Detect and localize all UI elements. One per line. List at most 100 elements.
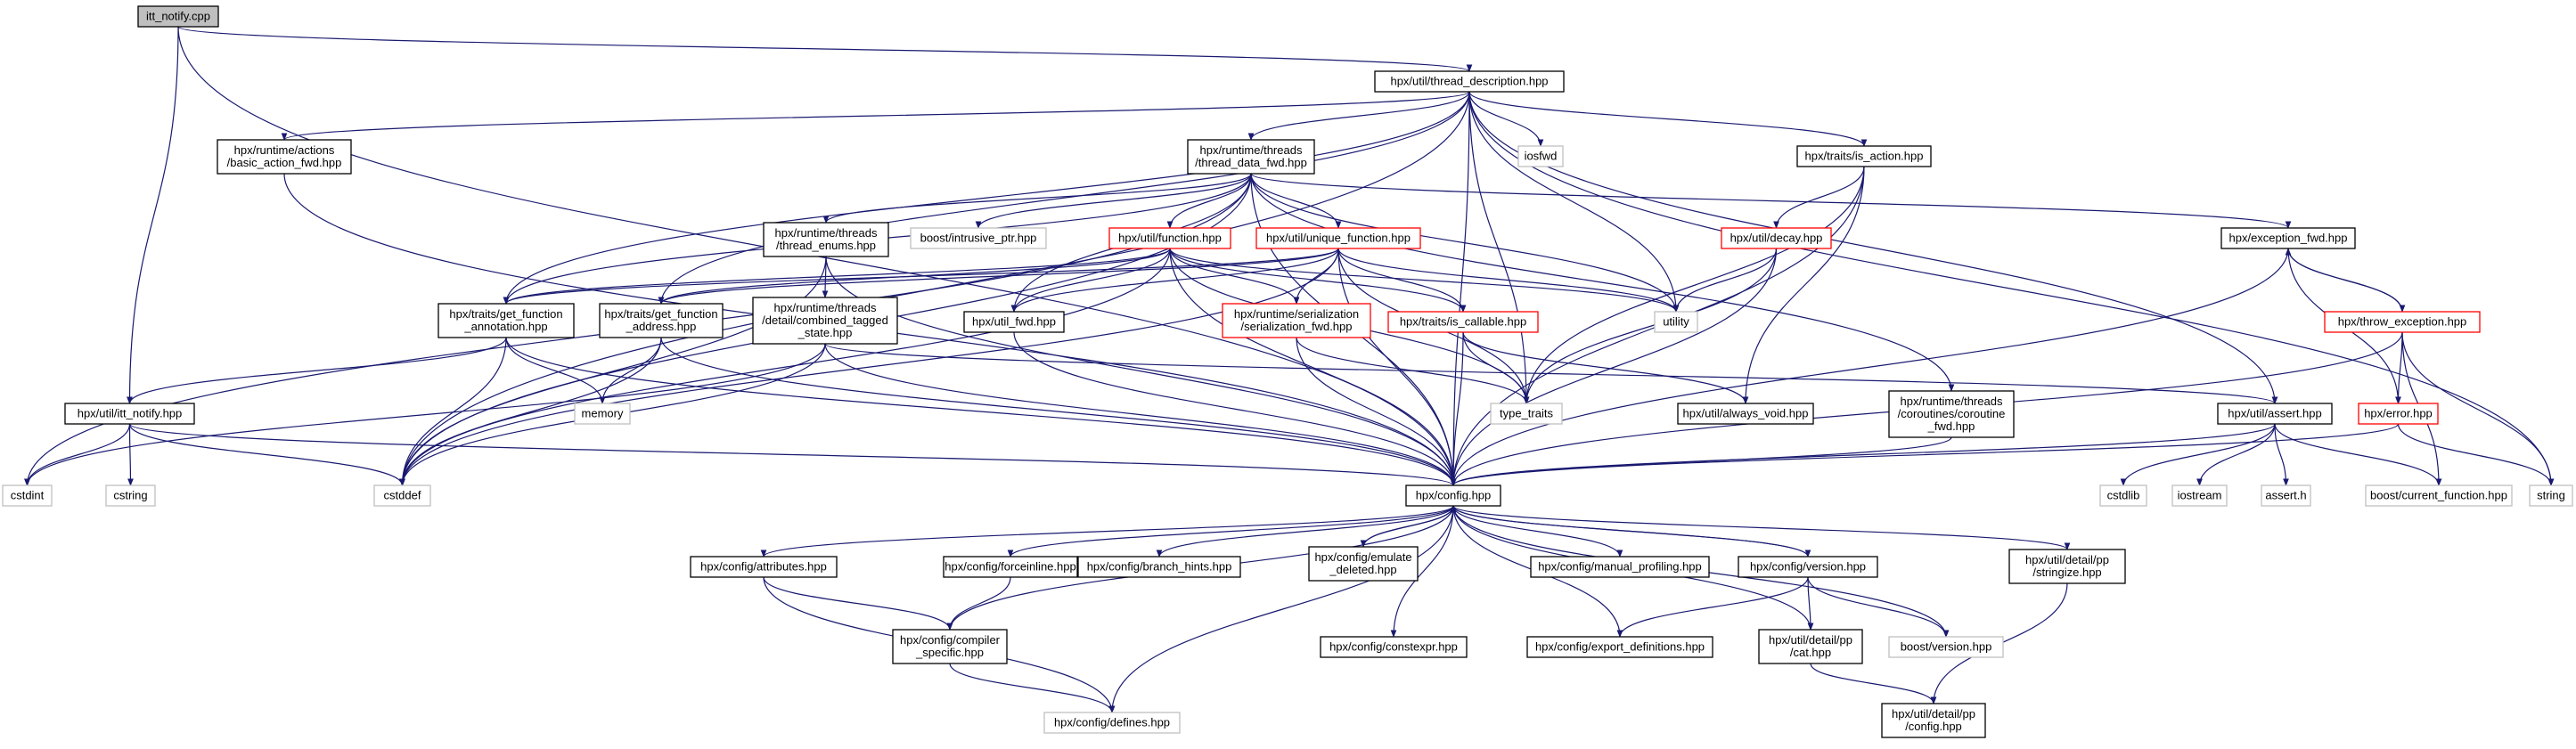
edge-is_action-to-always_void <box>1742 166 1865 404</box>
edge-assert-to-current_function <box>2274 423 2442 486</box>
node-box <box>217 139 352 175</box>
node-unique_function[interactable]: hpx/util/unique_function.hpp <box>1255 227 1421 249</box>
node-manual_profiling[interactable]: hpx/config/manual_profiling.hpp <box>1530 556 1710 578</box>
edge-util_function-to-cstddef <box>399 248 1171 486</box>
edge-util_function-to-serialization_fwd <box>1169 248 1300 305</box>
node-combined_tagged[interactable]: hpx/runtime/threads/detail/combined_tagg… <box>752 297 898 345</box>
node-is_action[interactable]: hpx/traits/is_action.hpp <box>1796 145 1932 167</box>
node-get_fn_addr[interactable]: hpx/traits/get_function_address.hpp <box>599 303 724 338</box>
node-branch_hints[interactable]: hpx/config/branch_hints.hpp <box>1077 556 1241 578</box>
node-get_fn_annot[interactable]: hpx/traits/get_function_annotation.hpp <box>438 303 575 338</box>
node-box <box>690 556 838 578</box>
node-memory[interactable]: memory <box>574 403 631 425</box>
node-label-line: iosfwd <box>1525 150 1558 163</box>
node-type_traits[interactable]: type_traits <box>1490 403 1563 425</box>
node-config[interactable]: hpx/config.hpp <box>1405 484 1501 507</box>
edge-itt_notify_hpp-to-config <box>128 423 1457 486</box>
node-util_fwd[interactable]: hpx/util_fwd.hpp <box>963 311 1065 333</box>
node-label-line: hpx/config/defines.hpp <box>1054 716 1170 729</box>
edge-thread_desc-to-get_fn_addr <box>658 91 1470 305</box>
node-label-line: hpx/config/version.hpp <box>1750 560 1866 574</box>
node-box <box>1526 636 1713 658</box>
node-is_callable[interactable]: hpx/traits/is_callable.hpp <box>1387 311 1539 333</box>
node-boost_version[interactable]: boost/version.hpp <box>1888 636 2004 658</box>
node-itt_notify_hpp[interactable]: hpx/util/itt_notify.hpp <box>64 403 195 425</box>
node-coroutine_fwd[interactable]: hpx/runtime/threads/coroutines/coroutine… <box>1888 390 2015 438</box>
edge-get_fn_addr-to-config <box>660 337 1457 486</box>
node-attributes[interactable]: hpx/config/attributes.hpp <box>690 556 838 578</box>
node-decay[interactable]: hpx/util/decay.hpp <box>1721 227 1832 249</box>
node-stringize[interactable]: hpx/util/detail/pp/stringize.hpp <box>2008 549 2126 584</box>
node-box <box>2099 484 2147 507</box>
edge-decay-to-utility <box>1672 248 1778 313</box>
edge-get_fn_annot-to-itt_notify_hpp <box>127 337 507 404</box>
node-label-line: cstddef <box>384 489 421 502</box>
node-iosfwd[interactable]: iosfwd <box>1517 145 1564 167</box>
edge-unique_function-to-cstddef <box>399 248 1339 486</box>
node-box <box>64 403 195 425</box>
node-util_function[interactable]: hpx/util/function.hpp <box>1108 227 1231 249</box>
node-box <box>599 303 724 338</box>
node-label-line: hpx/util/always_void.hpp <box>1683 407 1809 420</box>
node-label-line: utility <box>1663 315 1689 329</box>
node-intrusive_ptr[interactable]: boost/intrusive_ptr.hpp <box>910 227 1047 249</box>
node-always_void[interactable]: hpx/util/always_void.hpp <box>1677 403 1814 425</box>
node-label-line: hpx/runtime/actions <box>234 143 335 157</box>
edge-assert-to-iostream <box>2196 423 2276 486</box>
node-assert_h[interactable]: assert.h <box>2261 484 2311 507</box>
node-label-line: string <box>2537 489 2565 502</box>
edge-emulate_deleted-to-config <box>1362 505 1457 548</box>
node-cstring[interactable]: cstring <box>105 484 156 507</box>
node-serialization_fwd[interactable]: hpx/runtime/serialization/serialization_… <box>1222 303 1371 338</box>
node-basic_action[interactable]: hpx/runtime/actions/basic_action_fwd.hpp <box>217 139 352 175</box>
node-export_defs[interactable]: hpx/config/export_definitions.hpp <box>1526 636 1713 658</box>
node-label-line: hpx/runtime/serialization <box>1234 307 1359 321</box>
edge-unique_function-to-config <box>1337 248 1457 486</box>
node-exception_fwd[interactable]: hpx/exception_fwd.hpp <box>2220 227 2356 249</box>
node-iostream[interactable]: iostream <box>2171 484 2228 507</box>
edge-config-to-stringize <box>1452 505 2071 550</box>
node-label-line: cstdint <box>11 489 45 502</box>
edge-thread_desc-to-string <box>1468 91 2555 486</box>
edge-util_function-to-utility <box>1169 248 1680 313</box>
edge-is_action-to-decay <box>1773 166 1865 229</box>
node-forceinline[interactable]: hpx/config/forceinline.hpp <box>943 556 1078 578</box>
node-utility[interactable]: utility <box>1654 311 1698 333</box>
node-constexpr[interactable]: hpx/config/constexpr.hpp <box>1320 636 1468 658</box>
node-box <box>105 484 156 507</box>
edge-config-to-branch_hints <box>1156 505 1454 558</box>
node-defines[interactable]: hpx/config/defines.hpp <box>1043 712 1181 734</box>
node-box <box>2529 484 2573 507</box>
node-box <box>1490 403 1563 425</box>
edge-attributes-to-compiler_specific <box>763 576 953 631</box>
dependency-edges <box>24 26 2555 713</box>
dependency-nodes: itt_notify.cpp hpx/util/thread_descriptio… <box>2 5 2573 738</box>
node-box <box>1654 311 1698 333</box>
node-cstdint[interactable]: cstdint <box>2 484 53 507</box>
node-thread_enums[interactable]: hpx/runtime/threads/thread_enums.hpp <box>763 222 889 257</box>
node-throw_exception[interactable]: hpx/throw_exception.hpp <box>2324 311 2481 333</box>
node-string[interactable]: string <box>2529 484 2573 507</box>
node-assert[interactable]: hpx/util/assert.hpp <box>2217 403 2333 425</box>
node-box <box>1530 556 1710 578</box>
node-compiler_specific[interactable]: hpx/config/compiler_specific.hpp <box>892 629 1008 664</box>
node-current_function[interactable]: boost/current_function.hpp <box>2365 484 2513 507</box>
node-root[interactable]: itt_notify.cpp <box>137 5 219 28</box>
node-thread_data_fwd[interactable]: hpx/runtime/threads/thread_data_fwd.hpp <box>1187 139 1315 175</box>
node-thread_desc[interactable]: hpx/util/thread_description.hpp <box>1374 70 1565 93</box>
node-version[interactable]: hpx/config/version.hpp <box>1738 556 1878 578</box>
node-label-line: hpx/traits/get_function <box>449 307 562 321</box>
edge-throw_exception-to-exception_fwd <box>2285 248 2403 313</box>
node-pp_cat[interactable]: hpx/util/detail/pp/cat.hpp <box>1758 629 1863 664</box>
node-emulate_deleted[interactable]: hpx/config/emulate_deleted.hpp <box>1308 546 1419 582</box>
node-label-line: boost/intrusive_ptr.hpp <box>920 232 1037 245</box>
node-label-line: hpx/config/branch_hints.hpp <box>1087 560 1232 574</box>
node-box <box>1387 311 1539 333</box>
node-cstddef[interactable]: cstddef <box>373 484 431 507</box>
node-pp_config[interactable]: hpx/util/detail/pp/config.hpp <box>1881 703 1986 738</box>
node-error[interactable]: hpx/error.hpp <box>2358 403 2439 425</box>
edge-is_callable-to-config <box>1450 331 1464 486</box>
node-cstdlib[interactable]: cstdlib <box>2099 484 2147 507</box>
node-box <box>1738 556 1878 578</box>
